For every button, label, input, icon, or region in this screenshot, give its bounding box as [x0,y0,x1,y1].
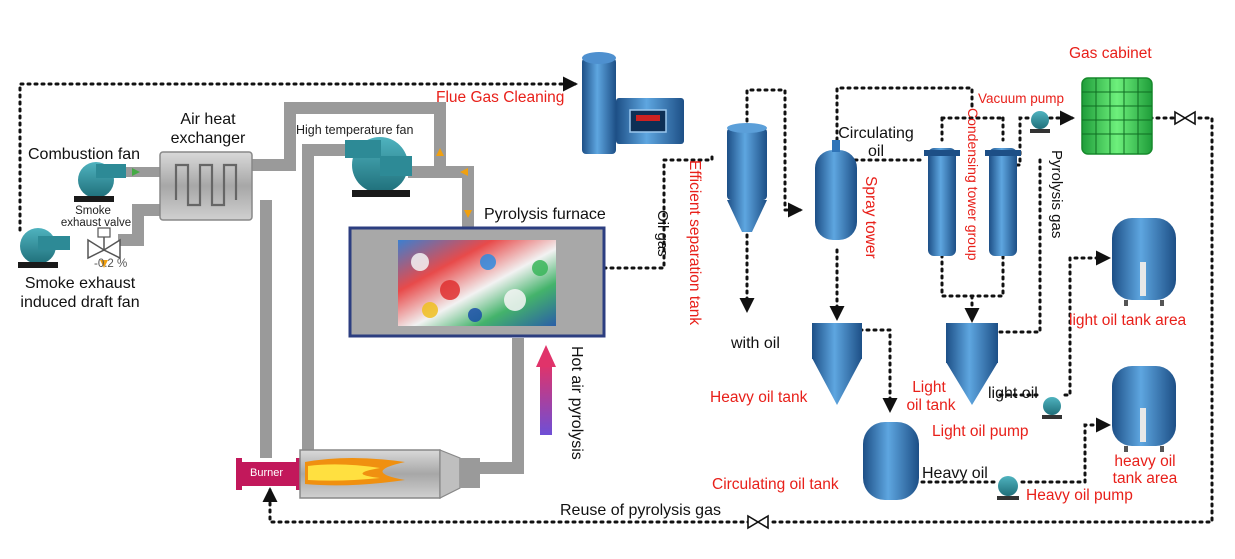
smoke-exhaust-valve-label-2: exhaust valve [60,217,132,229]
reuse-of-pyrolysis-gas-label: Reuse of pyrolysis gas [560,502,721,519]
duct-exchanger-to-fan [252,102,446,175]
high-temperature-fan-label: High temperature fan [296,123,414,137]
spray-tower-label: Spray tower [862,176,879,259]
duct-furnace-return [475,338,524,474]
high-temperature-fan-icon [345,137,412,197]
with-oil-label: with oil [731,335,780,352]
air-heat-exchanger-label-1: Air heat [180,111,236,128]
smoke-exhaust-fan-label-2: induced draft fan [20,294,140,311]
gas-cabinet [1081,77,1153,155]
spray-tower [815,140,857,240]
efficient-separation-tank [727,123,767,232]
smoke-exhaust-valve-icon [87,227,121,260]
flow-arrows-orange [100,148,472,268]
light-oil-pump-icon [1042,397,1062,419]
air-ducts [118,102,524,474]
light-oil-tank-area-label: light oil tank area [1069,312,1187,329]
air-heat-exchanger-label-2: exchanger [170,130,246,147]
circulating-oil-tank [863,422,919,500]
heavy-oil-label: Heavy oil [922,465,988,482]
condensing-tower-group-label: Condensing tower group [965,108,981,261]
heavy-oil-tank-label: Heavy oil tank [710,389,808,406]
hot-air-pyrolysis-label: Hot air pyrolysis [568,346,585,460]
flue-gas-cleaning-unit [582,52,684,154]
heavy-oil-pump-label: Heavy oil pump [1026,487,1133,504]
check-valve-icon [1174,110,1196,126]
line-smoke-to-flue [18,76,578,232]
light-oil-pump-label: Light oil pump [932,423,1029,440]
combustion-fan-icon [74,162,126,202]
pyrolysis-gas-label: Pyrolysis gas [1048,150,1065,239]
heavy-oil-pump-icon [997,476,1019,500]
oil-gas-label: Oil gas [654,210,671,257]
line-spray-to-condense [835,86,974,142]
hot-air-arrow [536,345,556,435]
burner-label: Burner [250,467,284,479]
combustion-fan-label: Combustion fan [28,146,141,163]
line-sep-to-spray [745,88,803,218]
duct-fan-to-furnace [408,166,474,228]
flue-gas-cleaning-label: Flue Gas Cleaning [436,89,565,106]
circulating-oil-tank-label: Circulating oil tank [712,476,839,493]
line-heavy-to-circ [858,328,898,413]
efficient-separation-tank-label: Efficient separation tank [686,160,703,326]
light-oil-tank-area [1112,218,1176,306]
light-oil-tank-label-2: oil tank [906,397,956,414]
air-heat-exchanger [159,151,253,221]
valve-percent-readout: -0.2 % [94,258,128,270]
light-oil-tank [946,323,998,405]
light-oil-tank-label-1: Light [912,379,946,396]
line-pyrolysis-gas [998,158,1042,334]
vacuum-pump-label: Vacuum pump [978,91,1065,106]
line-heavy-oil-to-area [1020,417,1111,484]
duct-exchanger-to-valve [118,204,160,246]
heavy-oil-tank-area [1112,366,1176,452]
line-reuse-gas [262,487,752,524]
gas-cabinet-label: Gas cabinet [1069,45,1152,62]
circulating-oil-label-1: Circulating [838,125,914,142]
heavy-oil-tank-area-label-1: heavy oil [1114,453,1176,470]
burner-assembly [236,449,480,499]
condensing-tower-group [924,148,1021,256]
smoke-exhaust-fan-icon [18,228,70,268]
heavy-oil-tank-area-label-2: tank area [1112,470,1178,487]
pyrolysis-furnace [348,226,606,338]
smoke-exhaust-valve-label-1: Smoke [75,205,111,217]
heavy-oil-tank [812,323,862,405]
gas-return-valve-icon [747,514,769,530]
light-oil-label: light oil [988,385,1038,402]
line-oil-gas [602,153,714,270]
line-cond-bottom [940,253,1005,298]
duct-burner-to-fan [302,144,345,458]
vacuum-pump-icon [1030,111,1050,133]
circulating-oil-label-2: oil [867,143,884,160]
line-light-oil-to-area [1063,250,1111,397]
pyrolysis-furnace-label: Pyrolysis furnace [484,206,606,223]
smoke-exhaust-fan-label-1: Smoke exhaust [24,275,136,292]
